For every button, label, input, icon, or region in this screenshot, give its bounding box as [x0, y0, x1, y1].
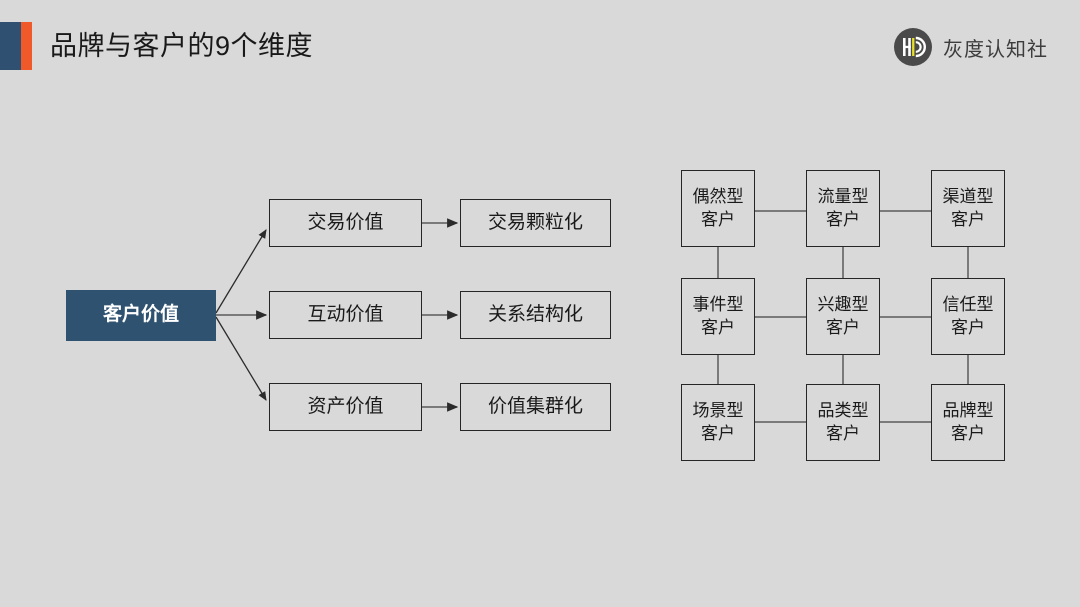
- grid-node-interest-customer[interactable]: 兴趣型 客户: [806, 278, 880, 355]
- header-accent-orange: [21, 22, 32, 70]
- node-interaction-value[interactable]: 互动价值: [269, 291, 422, 339]
- node-relationship-structuring[interactable]: 关系结构化: [460, 291, 611, 339]
- node-transaction-value[interactable]: 交易价值: [269, 199, 422, 247]
- node-customer-value-root[interactable]: 客户价值: [66, 290, 216, 341]
- grid-node-trust-customer[interactable]: 信任型 客户: [931, 278, 1005, 355]
- node-transaction-granularization[interactable]: 交易颗粒化: [460, 199, 611, 247]
- brand-name: 灰度认知社: [943, 38, 1048, 61]
- grid-node-category-customer[interactable]: 品类型 客户: [806, 384, 880, 461]
- page-title: 品牌与客户的9个维度: [50, 31, 314, 61]
- grid-node-traffic-customer[interactable]: 流量型 客户: [806, 170, 880, 247]
- grid-node-channel-customer[interactable]: 渠道型 客户: [931, 170, 1005, 247]
- node-value-clustering[interactable]: 价值集群化: [460, 383, 611, 431]
- brand-logo: 灰度认知社: [893, 26, 1048, 68]
- grid-node-brand-customer[interactable]: 品牌型 客户: [931, 384, 1005, 461]
- node-asset-value[interactable]: 资产价值: [269, 383, 422, 431]
- hd-circle-logo-icon: [894, 28, 932, 66]
- grid-node-scenario-customer[interactable]: 场景型 客户: [681, 384, 755, 461]
- grid-node-occasional-customer[interactable]: 偶然型 客户: [681, 170, 755, 247]
- grid-node-event-customer[interactable]: 事件型 客户: [681, 278, 755, 355]
- slide-header: 品牌与客户的9个维度 灰度认知社: [0, 0, 1080, 92]
- header-accent-blue: [0, 22, 21, 70]
